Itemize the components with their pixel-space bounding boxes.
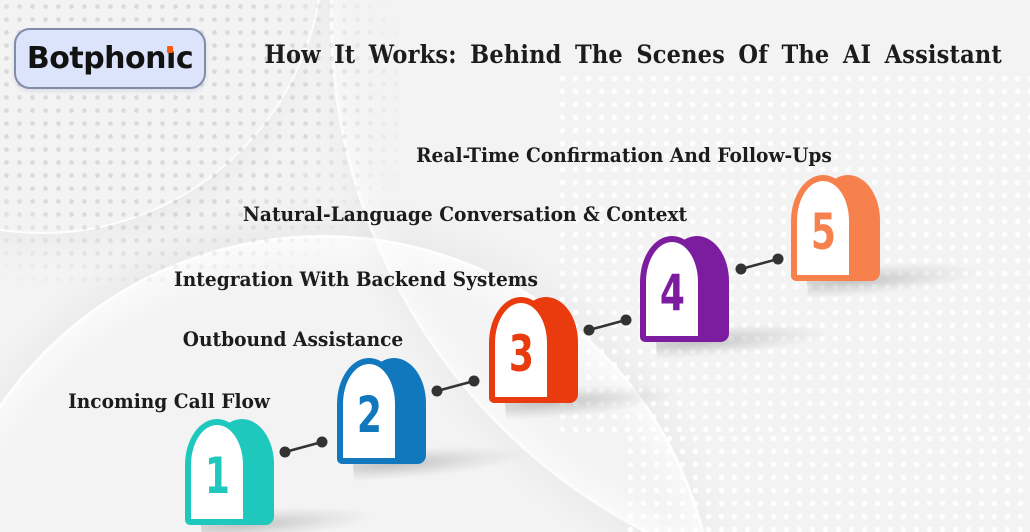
step-marker-1: 1 — [185, 419, 372, 532]
step-marker-face: 5 — [791, 175, 855, 281]
step-number-5: 5 — [810, 203, 836, 261]
step-label-5: Real-Time Confirmation And Follow-Ups — [416, 143, 832, 167]
step-marker-4: 4 — [640, 236, 827, 360]
step-label-1: Incoming Call Flow — [68, 389, 270, 413]
logo-letter-i: ı — [166, 40, 176, 76]
step-number-1: 1 — [204, 447, 230, 505]
step-number-4: 4 — [659, 264, 685, 322]
page-title: How It Works: Behind The Scenes Of The A… — [264, 40, 1002, 69]
step-marker-5: 5 — [791, 175, 978, 299]
step-connector — [580, 312, 636, 338]
dot-grid-bottom-right — [624, 432, 1030, 532]
step-connector — [428, 373, 484, 399]
logo-i-dot — [167, 45, 174, 53]
step-number-3: 3 — [508, 325, 534, 383]
step-marker-face: 2 — [337, 358, 401, 464]
step-marker-3: 3 — [489, 297, 676, 421]
step-connector — [276, 434, 332, 460]
step-label-2: Outbound Assistance — [182, 327, 404, 351]
step-label-4: Natural-Language Conversation & Context — [242, 202, 688, 226]
step-connector — [732, 251, 788, 277]
step-marker-face: 4 — [640, 236, 704, 342]
step-marker-2: 2 — [337, 358, 524, 482]
step-number-2: 2 — [356, 386, 382, 444]
step-label-3: Integration With Backend Systems — [174, 267, 538, 291]
step-marker-face: 1 — [185, 419, 249, 525]
step-marker-face: 3 — [489, 297, 553, 403]
